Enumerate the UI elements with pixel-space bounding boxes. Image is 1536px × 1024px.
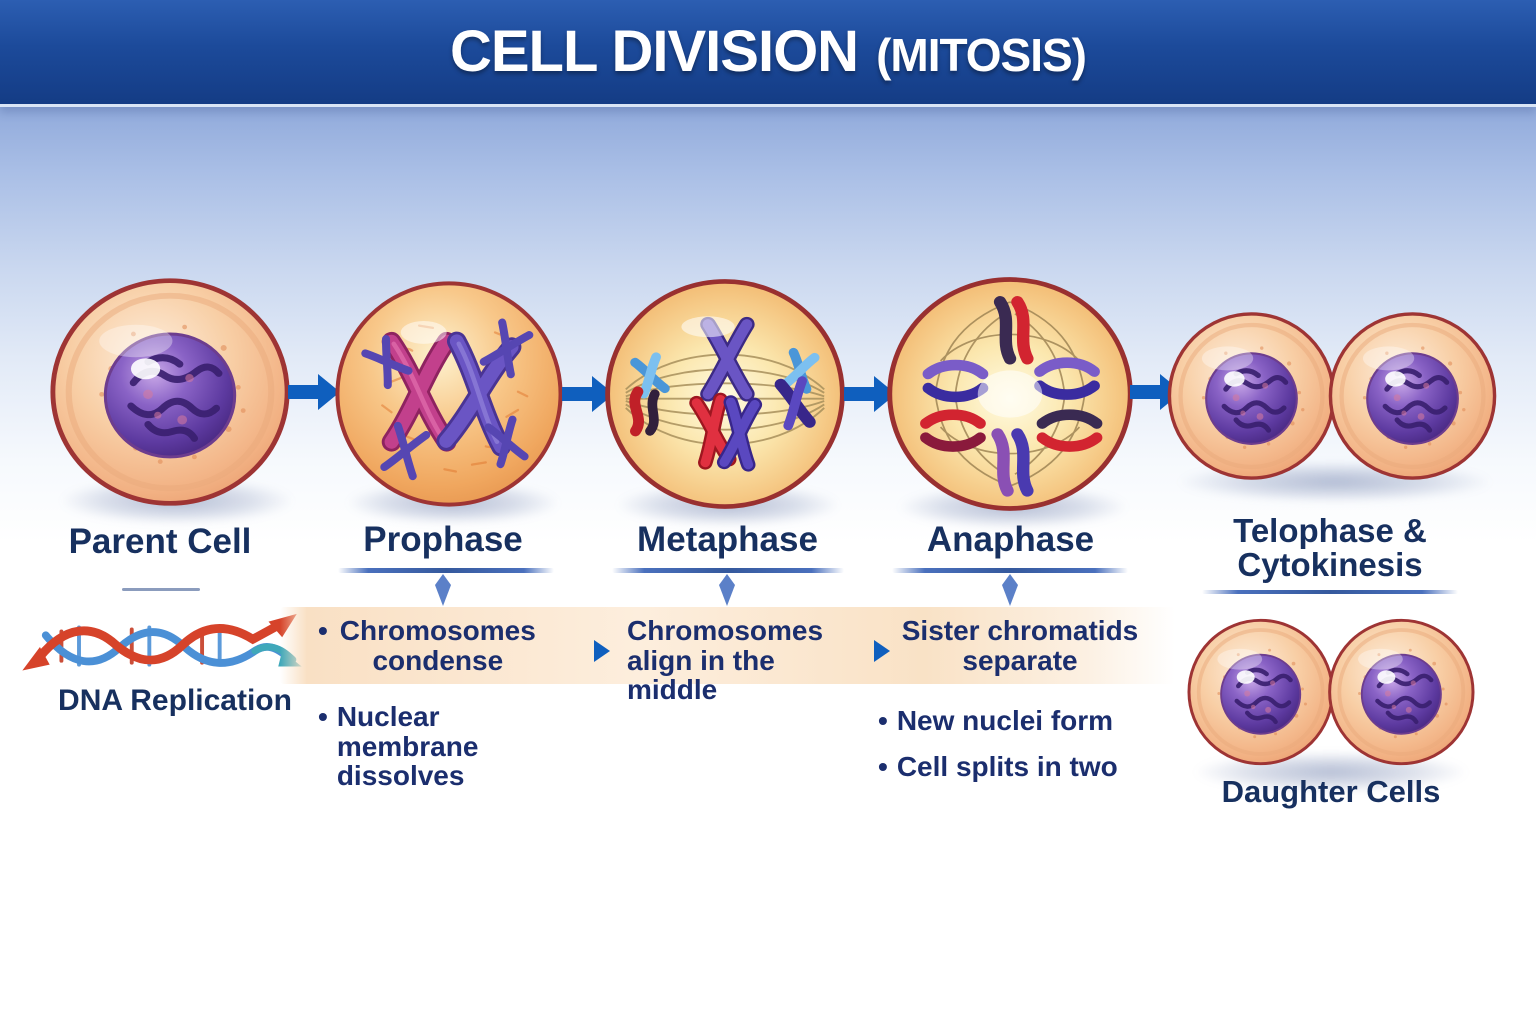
prophase-underline (338, 568, 554, 573)
page-title: CELL DIVISION (449, 19, 859, 84)
title-banner: CELL DIVISION (MITOSIS) (0, 0, 1536, 107)
telophase-label: Telophase & Cytokinesis (1200, 512, 1460, 584)
daughter-cells-label: Daughter Cells (1221, 774, 1441, 809)
metaphase-underline (612, 568, 844, 573)
prophase-bullet-2-text: Nuclear membrane dissolves (336, 701, 479, 792)
notes-band (280, 607, 1175, 684)
bullet-icon: • (318, 701, 328, 732)
parent-cell-illustration (48, 276, 292, 508)
arrow-right-icon (562, 376, 614, 412)
prophase-bullet-1-text: Chromosomes condense (339, 615, 536, 676)
arrow-right-icon (844, 376, 896, 412)
arrow-right-small-icon (594, 640, 610, 662)
metaphase-label: Metaphase (637, 520, 818, 559)
dna-replication-label: DNA Replication (58, 684, 292, 717)
anaphase-underline (892, 568, 1128, 573)
anaphase-cell-illustration (887, 277, 1133, 511)
prophase-bullet-2: • Nuclear membrane dissolves (318, 702, 589, 791)
prophase-bullet-1: • Chromosomes condense (318, 615, 539, 676)
anaphase-bullet-3: • Cell splits in two (878, 752, 1118, 782)
metaphase-bullet-1: Chromosomes align in the middle (627, 615, 824, 706)
bullet-icon: • (878, 705, 888, 736)
metaphase-cell-illustration (605, 279, 845, 509)
dna-helix-illustration (22, 613, 302, 671)
telophase-label-line2: Cytokinesis (1237, 546, 1423, 584)
bullet-icon: • (878, 751, 888, 782)
arrow-right-icon (288, 374, 340, 410)
anaphase-bullet-1: Sister chromatids separate (900, 615, 1140, 676)
telophase-label-line1: Telophase & (1233, 512, 1427, 549)
arrow-right-small-icon (874, 640, 890, 662)
arrow-down-icon (435, 574, 451, 606)
parent-cell-divider (122, 588, 200, 591)
page-title-sub: (MITOSIS) (876, 29, 1087, 81)
parent-cell-label: Parent Cell (68, 522, 252, 561)
anaphase-bullet-2: • New nuclei form (878, 706, 1113, 736)
arrow-right-icon (1130, 374, 1182, 410)
bullet-icon: • (318, 615, 328, 646)
metaphase-bullet-1-text: Chromosomes align in the middle (627, 615, 824, 706)
anaphase-bullet-1-text: Sister chromatids separate (901, 615, 1139, 676)
anaphase-label: Anaphase (926, 520, 1095, 559)
prophase-label: Prophase (363, 520, 523, 559)
prophase-cell-illustration (335, 281, 563, 507)
telophase-cells-illustration (1166, 310, 1498, 482)
anaphase-bullet-2-text: New nuclei form (896, 705, 1114, 736)
telophase-underline (1202, 590, 1458, 594)
daughter-cells-illustration (1186, 608, 1476, 776)
arrow-down-icon (1002, 574, 1018, 606)
arrow-down-icon (719, 574, 735, 606)
anaphase-bullet-3-text: Cell splits in two (896, 751, 1118, 782)
